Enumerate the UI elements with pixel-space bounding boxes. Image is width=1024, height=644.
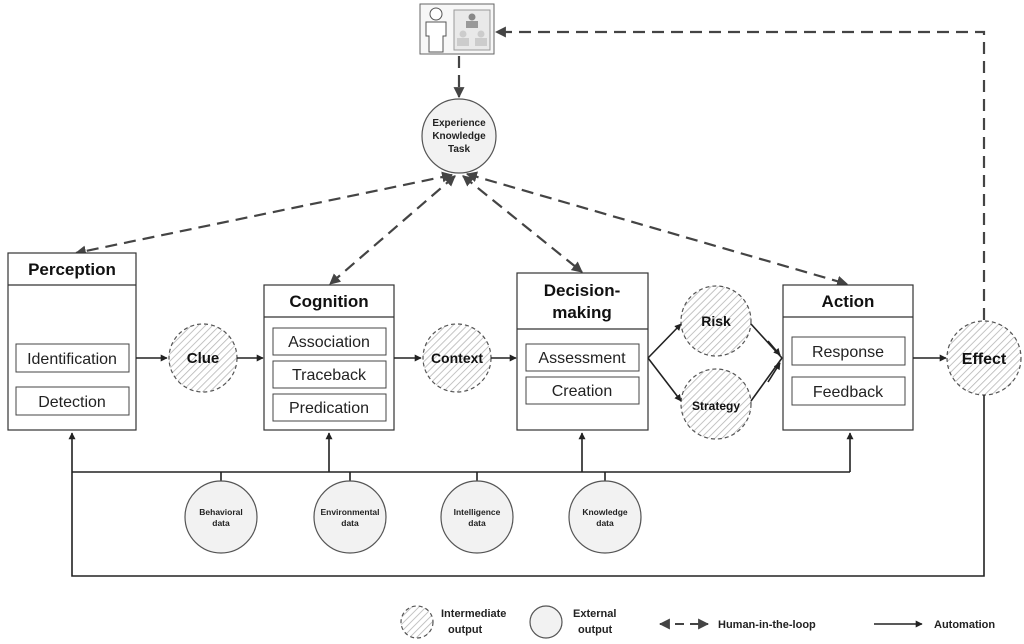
arrowhead-strategy-action — [767, 362, 781, 383]
effect-node: Effect — [946, 320, 1022, 396]
legend-external-line-1: External — [573, 608, 616, 620]
perception-item-identification: Identification — [27, 351, 117, 368]
knowledge-data-node: Knowledge data — [568, 480, 642, 554]
cognition-item-association: Association — [288, 334, 370, 351]
action-item-feedback: Feedback — [813, 384, 884, 401]
hitl-arrow-perception — [74, 171, 454, 257]
cognition-block: Cognition Association Traceback Predicat… — [263, 284, 395, 431]
legend: Intermediate output External output Huma… — [400, 605, 995, 639]
arrow-strategy-to-action — [750, 357, 783, 402]
context-label: Context — [431, 350, 483, 366]
experience-node: Experience Knowledge Task — [421, 98, 497, 174]
decision-item-assessment: Assessment — [538, 350, 626, 367]
risk-node: Risk — [680, 285, 752, 357]
experience-line-1: Experience — [432, 118, 486, 129]
data-bus — [68, 395, 985, 577]
effect-feedback-loop — [71, 395, 985, 577]
knowledge-data-line-1: Knowledge — [582, 507, 628, 517]
cognition-title: Cognition — [289, 292, 368, 311]
legend-hitl-label: Human-in-the-loop — [718, 619, 816, 631]
risk-label: Risk — [701, 313, 731, 329]
context-node: Context — [422, 323, 492, 393]
decision-making-block: Decision- making Assessment Creation — [516, 272, 649, 431]
action-title: Action — [822, 292, 875, 311]
behavioral-data-line-2: data — [212, 518, 230, 528]
cognition-item-predication: Predication — [289, 400, 369, 417]
arrow-decision-to-risk — [647, 323, 682, 359]
legend-external-swatch — [529, 605, 563, 639]
effect-label: Effect — [962, 351, 1007, 368]
knowledge-data-line-2: data — [596, 518, 614, 528]
intelligence-data-line-2: data — [468, 518, 486, 528]
hitl-arrow-cognition — [329, 175, 456, 285]
automation-arrows — [136, 323, 947, 402]
experience-line-3: Task — [448, 144, 470, 155]
strategy-label: Strategy — [692, 399, 740, 413]
intelligence-data-line-1: Intelligence — [454, 507, 501, 517]
perception-title: Perception — [28, 260, 116, 279]
hitl-arrow-action — [465, 171, 849, 287]
arrow-decision-to-strategy — [647, 357, 682, 402]
legend-automation-label: Automation — [934, 619, 995, 631]
decision-title-line-1: Decision- — [544, 281, 621, 300]
action-item-response: Response — [812, 344, 884, 361]
behavioral-data-line-1: Behavioral — [199, 507, 242, 517]
legend-intermediate-line-2: output — [448, 624, 483, 636]
clue-node: Clue — [168, 323, 238, 393]
strategy-node: Strategy — [680, 368, 752, 440]
decision-title-line-2: making — [552, 303, 612, 322]
environmental-data-line-2: data — [341, 518, 359, 528]
perception-block: Perception Identification Detection — [7, 252, 137, 431]
legend-intermediate-swatch — [400, 605, 434, 639]
hitl-arrow-effect-feedback — [494, 26, 986, 320]
action-block: Action Response Feedback — [782, 284, 914, 431]
clue-label: Clue — [187, 350, 220, 367]
legend-external-line-2: output — [578, 624, 613, 636]
environmental-data-line-1: Environmental — [320, 507, 379, 517]
perception-item-detection: Detection — [38, 394, 106, 411]
intelligence-data-node: Intelligence data — [440, 480, 514, 554]
behavioral-data-node: Behavioral data — [184, 480, 258, 554]
legend-intermediate-line-1: Intermediate — [441, 608, 506, 620]
experience-line-2: Knowledge — [432, 131, 486, 142]
arrowhead-risk-action — [767, 340, 781, 356]
human-operator-icon — [419, 3, 495, 55]
decision-item-creation: Creation — [552, 383, 612, 400]
human-in-the-loop-arrows — [74, 26, 986, 320]
environmental-data-node: Environmental data — [313, 480, 387, 554]
cognition-item-traceback: Traceback — [292, 367, 367, 384]
